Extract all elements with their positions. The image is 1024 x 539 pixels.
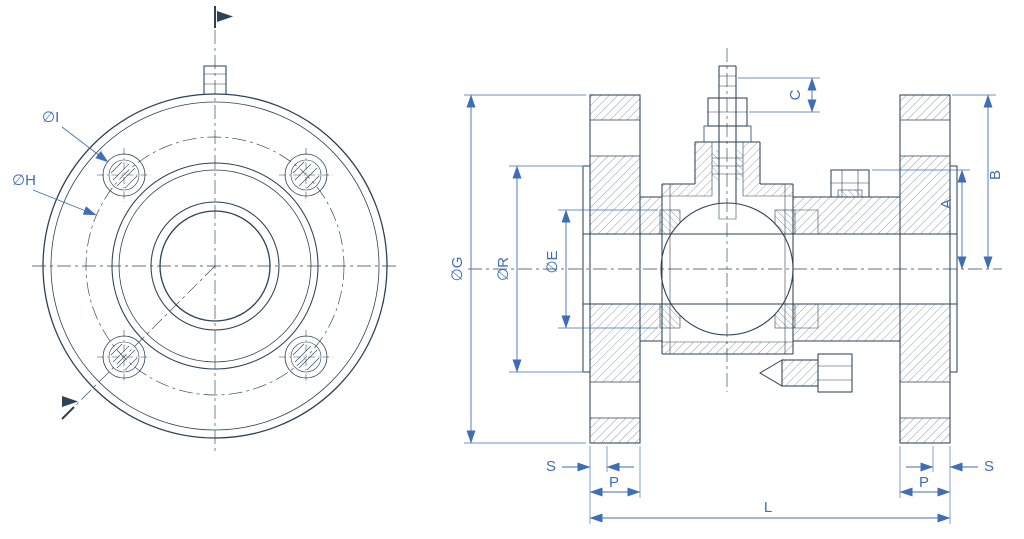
ball-stem-slot bbox=[718, 204, 737, 220]
dimension-label-G: ∅G bbox=[449, 257, 466, 282]
dimension-label-H: ∅H bbox=[12, 172, 36, 189]
left-raised-face bbox=[582, 165, 590, 373]
dimension-label-B: B bbox=[987, 170, 1004, 180]
dimension-label-S-left: S bbox=[546, 458, 556, 475]
leader-line-H bbox=[32, 189, 97, 216]
dimension-label-C: C bbox=[787, 89, 804, 100]
dimension-S-right: S bbox=[906, 446, 994, 524]
dimension-label-L: L bbox=[764, 499, 772, 516]
bolt-hole-bottom-right bbox=[279, 330, 333, 384]
gland-flange bbox=[703, 125, 752, 143]
dimension-label-I: ∅I bbox=[42, 109, 59, 126]
dimension-P-left: P bbox=[589, 446, 641, 498]
dimension-S-left: S bbox=[546, 446, 634, 524]
dimensions: ∅G ∅R ∅E C A B bbox=[449, 77, 1004, 524]
dimension-label-P-right: P bbox=[919, 474, 929, 491]
flange-outer-circle bbox=[42, 93, 388, 439]
section-cut-diagonal bbox=[65, 265, 216, 416]
dimension-label-A: A bbox=[938, 199, 955, 209]
dimension-C: C bbox=[738, 77, 820, 113]
dimension-P-right: P bbox=[899, 446, 951, 498]
bore-circle bbox=[159, 210, 271, 322]
stem-assembly bbox=[694, 65, 761, 220]
section-arrow-bottom bbox=[62, 396, 78, 407]
bolt-hole-top-left bbox=[97, 148, 151, 202]
section-cut-marks bbox=[61, 6, 233, 420]
leader-line-I bbox=[61, 126, 109, 163]
socket-steps bbox=[795, 209, 819, 329]
vent-plug bbox=[830, 169, 870, 198]
dimension-I: ∅I bbox=[42, 109, 109, 163]
section-arrow-top bbox=[217, 11, 233, 22]
stem-front-view bbox=[203, 65, 227, 95]
dimension-B: B bbox=[952, 94, 1004, 270]
dimension-H: ∅H bbox=[12, 172, 97, 216]
dimension-G: ∅G bbox=[449, 94, 586, 444]
front-view: ∅I ∅H bbox=[12, 6, 398, 452]
bolt-hole-bottom-left bbox=[97, 330, 151, 384]
counterbore-circle bbox=[150, 201, 280, 331]
raised-face-inner-circle bbox=[118, 169, 312, 363]
section-view bbox=[468, 48, 1002, 444]
dimension-R: ∅R bbox=[495, 165, 584, 373]
drain-plug bbox=[759, 353, 853, 393]
dimension-label-R: ∅R bbox=[495, 257, 512, 281]
dimension-L: L bbox=[589, 499, 951, 523]
flange-edge-circle bbox=[50, 101, 380, 431]
dimension-label-S-right: S bbox=[984, 458, 994, 475]
left-flange bbox=[582, 94, 641, 444]
bolt-hole-top-right bbox=[279, 148, 333, 202]
dimension-label-E: ∅E bbox=[544, 250, 561, 273]
raised-face-outer-circle bbox=[111, 162, 319, 370]
dimension-A: A bbox=[872, 169, 970, 270]
bolt-circle-centerline bbox=[85, 136, 345, 396]
dimension-E: ∅E bbox=[544, 209, 658, 329]
dimension-label-P-left: P bbox=[609, 474, 619, 491]
